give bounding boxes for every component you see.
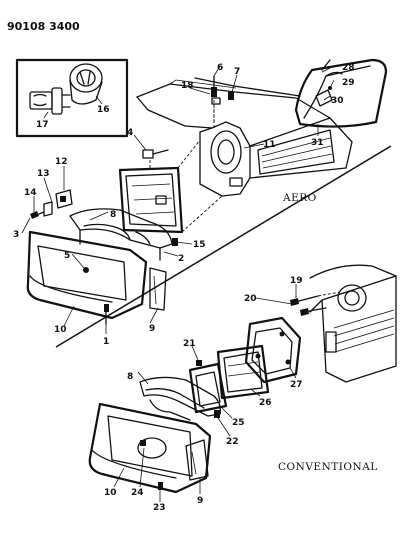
callout-10b: 10: [104, 488, 117, 498]
callout-8a: 8: [110, 210, 116, 220]
callout-15: 15: [193, 240, 206, 250]
callout-21: 21: [183, 339, 196, 349]
callout-31: 31: [311, 138, 324, 148]
callout-14: 14: [24, 188, 37, 198]
callout-30: 30: [331, 96, 344, 106]
conventional-front-bezel: [88, 402, 212, 494]
adjuster-screws-6-7-18: [211, 75, 234, 124]
aero-bracket-clips: [30, 189, 73, 219]
conventional-vehicle-body: [309, 264, 397, 383]
section-label-aero: AERO: [282, 192, 317, 204]
callout-24: 24: [131, 488, 144, 498]
conventional-sealed-lamp: [216, 344, 270, 400]
callout-numbers: 17 16 6 7 18 4 11 12 13 14 3 8 15 2 5 9 …: [13, 63, 355, 513]
conventional-bezel: [139, 376, 222, 421]
callout-5: 5: [64, 251, 70, 261]
leader-lines: [21, 65, 335, 502]
callout-9a: 9: [149, 324, 155, 334]
bulb-socket: [69, 63, 103, 105]
callout-19: 19: [290, 276, 303, 286]
section-label-conventional: CONVENTIONAL: [278, 461, 378, 473]
callout-6: 6: [217, 63, 223, 73]
callout-16: 16: [97, 105, 110, 115]
callout-2: 2: [178, 254, 184, 264]
callout-13: 13: [37, 169, 50, 179]
callout-18: 18: [181, 81, 194, 91]
aero-headlamp-bezel-front: [26, 230, 167, 325]
callout-10a: 10: [54, 325, 67, 335]
callout-7: 7: [234, 67, 240, 77]
callout-12: 12: [55, 157, 68, 167]
callout-20: 20: [244, 294, 257, 304]
callout-3: 3: [13, 230, 19, 240]
callout-26: 26: [259, 398, 272, 408]
callout-23: 23: [153, 503, 166, 513]
diagram-code: 90108 3400: [7, 20, 80, 33]
callout-22: 22: [226, 437, 239, 447]
callout-28: 28: [342, 63, 355, 73]
adjuster-screw-4: [142, 149, 169, 159]
callout-8b: 8: [127, 372, 133, 382]
callout-9b: 9: [197, 496, 203, 506]
conventional-retaining-ring: [188, 360, 228, 414]
callout-25: 25: [232, 418, 245, 428]
aero-lamp-housing: [118, 139, 223, 234]
callout-1: 1: [103, 337, 109, 347]
section-divider: [55, 145, 392, 348]
callout-17: 17: [36, 120, 49, 130]
aero-vehicle-body: [136, 77, 353, 197]
halogen-bulb: [29, 87, 71, 115]
callout-29: 29: [342, 78, 355, 88]
conventional-adjuster-screws: [290, 291, 341, 316]
hood-inset: [294, 58, 388, 128]
callout-4: 4: [127, 128, 133, 138]
callout-27: 27: [290, 380, 303, 390]
callout-11: 11: [263, 140, 276, 150]
bulb-inset: [15, 58, 129, 138]
